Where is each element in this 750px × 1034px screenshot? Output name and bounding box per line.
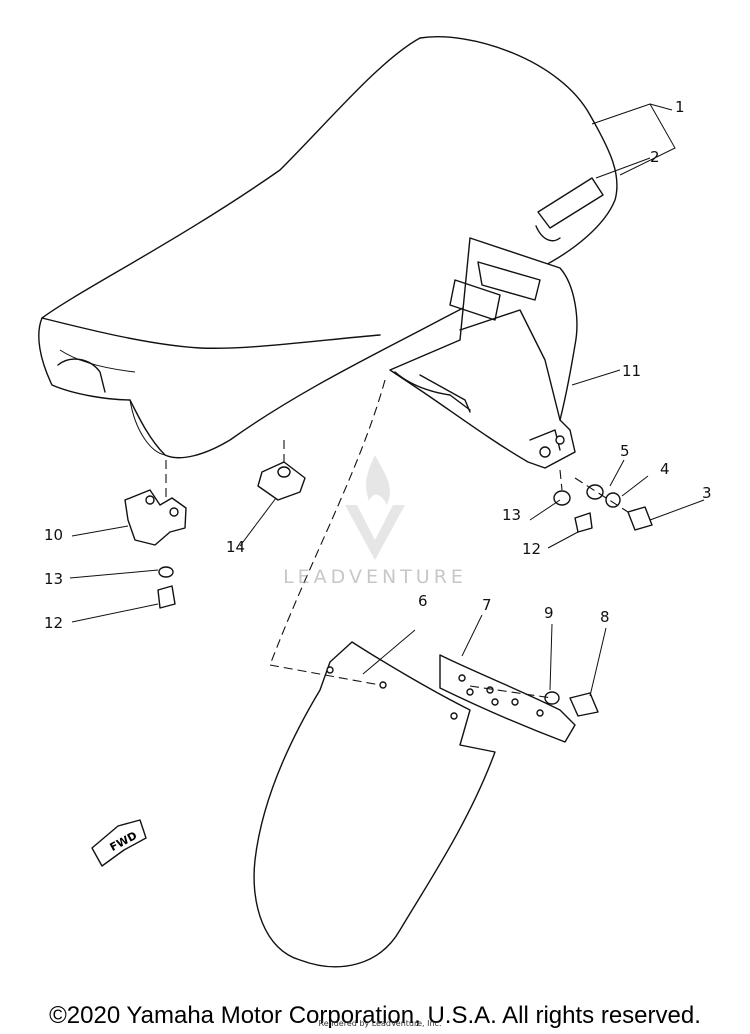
callout-14: 14 <box>226 538 245 556</box>
callout-12-left: 12 <box>44 614 63 632</box>
watermark-text: LEADVENTURE <box>283 566 467 588</box>
callouts: 1 2 3 4 5 6 7 8 9 10 11 12 12 13 13 14 <box>44 98 712 632</box>
copyright-notice: ©2020 Yamaha Motor Corporation, U.S.A. A… <box>49 1002 701 1029</box>
callout-11: 11 <box>622 362 641 380</box>
callout-8: 8 <box>600 608 610 626</box>
callout-10: 10 <box>44 526 63 544</box>
seat <box>38 36 618 459</box>
callout-5: 5 <box>620 442 630 460</box>
callout-6: 6 <box>418 592 428 610</box>
rendered-by-notice: Rendered by LeadVenture, Inc. <box>318 1019 442 1028</box>
callout-7: 7 <box>482 596 492 614</box>
flap-plate <box>439 654 599 743</box>
leader-lines <box>69 103 705 697</box>
fwd-arrow: FWD <box>91 819 147 867</box>
front-bracket <box>124 460 187 609</box>
hardware-right <box>553 469 653 533</box>
callout-12-right: 12 <box>522 540 541 558</box>
callout-13-right: 13 <box>502 506 521 524</box>
footer: ©2020 Yamaha Motor Corporation, U.S.A. A… <box>0 1000 750 1034</box>
callout-4: 4 <box>660 460 670 478</box>
callout-9: 9 <box>544 604 554 622</box>
seat-base-bracket <box>389 237 578 469</box>
parts-diagram: FWD 1 2 3 4 5 6 7 8 9 10 11 12 12 13 <box>38 36 712 968</box>
nut-plate <box>257 440 306 501</box>
callout-13-left: 13 <box>44 570 63 588</box>
callout-1: 1 <box>675 98 685 116</box>
callout-2: 2 <box>650 148 660 166</box>
rear-flap <box>253 379 496 968</box>
callout-3: 3 <box>702 484 712 502</box>
